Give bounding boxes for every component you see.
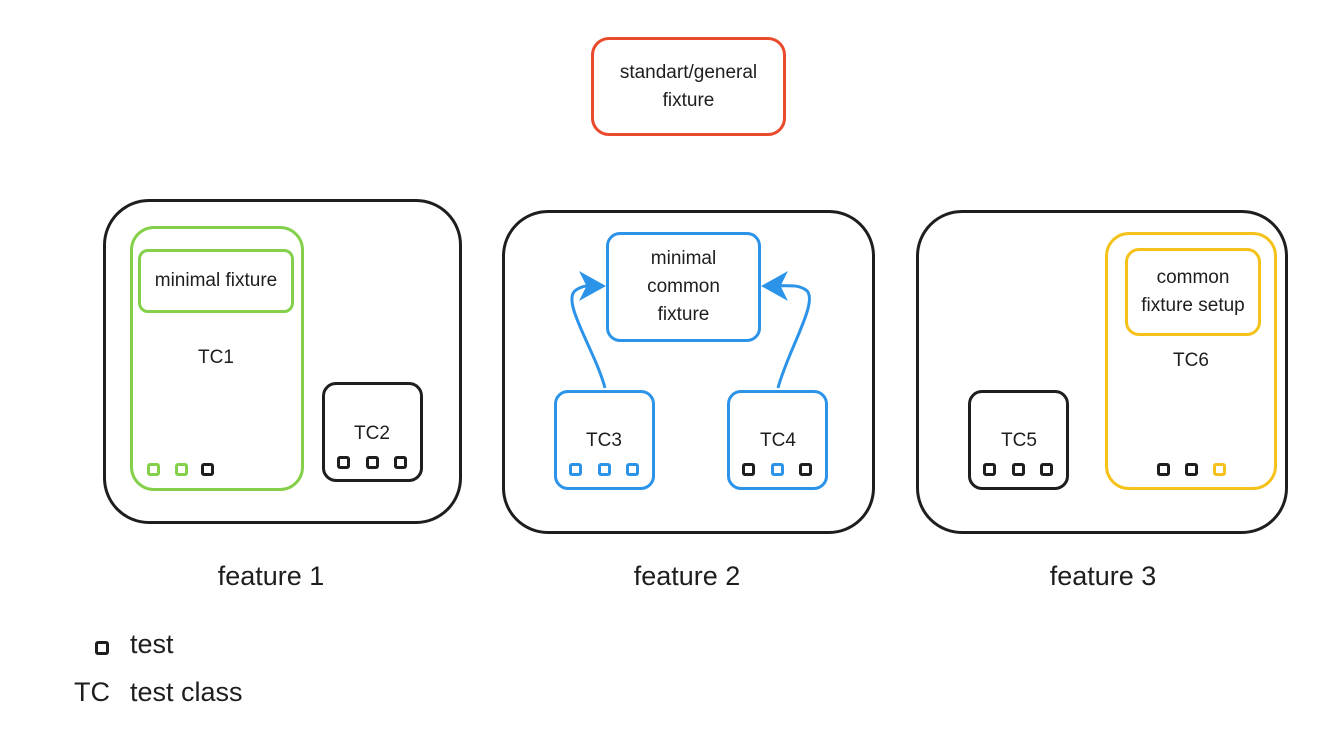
- test-icon: [771, 463, 784, 476]
- tc1-box: [130, 226, 304, 491]
- feature-1-container: [103, 199, 462, 524]
- feature-3-label: feature 3: [1049, 561, 1157, 591]
- minimal-common-fixture-label: minimal common fixture: [647, 245, 720, 329]
- general-fixture-line2: fixture: [662, 89, 715, 111]
- test-icon: [799, 463, 812, 476]
- test-icon: [95, 641, 109, 655]
- general-fixture-label: standart/general fixture: [620, 59, 757, 115]
- tc2-box: [322, 382, 423, 482]
- test-icon: [175, 463, 188, 476]
- feature-2-minimal-common-fixture: minimal common fixture: [606, 232, 761, 342]
- legend-tc-label: test class: [130, 677, 243, 707]
- legend-test-label: test: [130, 629, 174, 659]
- tc5-label: TC5: [1001, 430, 1037, 451]
- test-icon: [742, 463, 755, 476]
- tc1-label: TC1: [198, 347, 234, 368]
- tc3-box: [554, 390, 655, 490]
- fixture-line2: fixture setup: [1141, 295, 1245, 316]
- common-fixture-setup-label: common fixture setup: [1141, 264, 1245, 320]
- tc6-label: TC6: [1173, 350, 1209, 371]
- feature-3-container: [916, 210, 1288, 534]
- test-icon: [598, 463, 611, 476]
- general-fixture-box: standart/general fixture: [591, 37, 786, 136]
- test-icon: [626, 463, 639, 476]
- minimal-fixture-label: minimal fixture: [154, 270, 278, 291]
- fixture-line1: common: [1156, 267, 1230, 288]
- test-icon: [201, 463, 214, 476]
- feature-3-common-fixture-setup: common fixture setup: [1125, 248, 1261, 336]
- tc4-label: TC4: [760, 430, 796, 451]
- legend-tc-symbol: TC: [74, 677, 110, 707]
- feature-2-container: [502, 210, 875, 534]
- tc2-label: TC2: [354, 423, 390, 444]
- test-icon: [569, 463, 582, 476]
- fixture-line3: fixture: [657, 304, 710, 325]
- fixture-line1: minimal: [650, 248, 717, 269]
- test-icon: [1213, 463, 1226, 476]
- feature-1-label: feature 1: [217, 561, 325, 591]
- test-icon: [1012, 463, 1025, 476]
- tc6-box: [1105, 232, 1277, 490]
- tc5-box: [968, 390, 1069, 490]
- test-icon: [337, 456, 350, 469]
- feature-2-label: feature 2: [633, 561, 741, 591]
- test-icon: [1157, 463, 1170, 476]
- test-icon: [1185, 463, 1198, 476]
- tc3-label: TC3: [586, 430, 622, 451]
- test-icon: [1040, 463, 1053, 476]
- feature-1-minimal-fixture: minimal fixture: [138, 249, 294, 313]
- test-icon: [983, 463, 996, 476]
- fixture-line2: common: [647, 276, 720, 297]
- test-icon: [147, 463, 160, 476]
- general-fixture-line1: standart/general: [619, 61, 758, 83]
- test-icon: [366, 456, 379, 469]
- test-icon: [394, 456, 407, 469]
- tc4-box: [727, 390, 828, 490]
